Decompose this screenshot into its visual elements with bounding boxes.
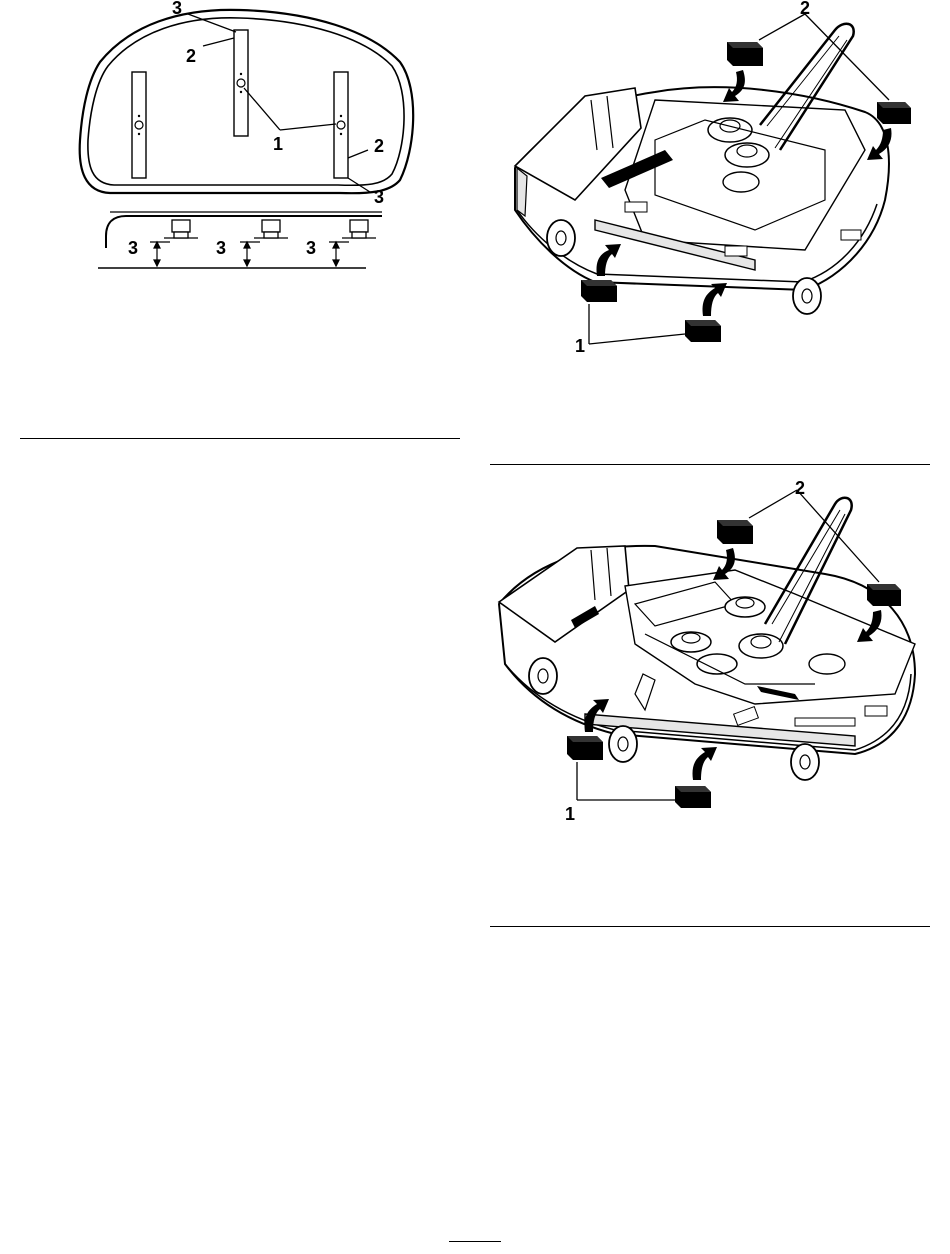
callout-2-top: 2 [186,46,196,66]
callout-3-side-a: 3 [128,238,138,258]
deck-upper-drawing: 2 1 [505,0,925,360]
block-bottom-left [567,736,603,760]
figure-separator-left [20,438,460,439]
callout-3-side-b: 3 [216,238,226,258]
figure-separator-right-2 [490,926,930,927]
callout-2: 2 [800,0,810,18]
callout-3-top: 3 [172,0,182,18]
deck-lift-figure-lower: 2 1 [495,474,925,824]
block-bottom-right [675,786,711,808]
block-bottom-right [685,320,721,342]
blade-left [132,72,146,178]
block-top-right [877,102,911,124]
figure-separator-right-1 [490,464,930,465]
blade-layout-figure: 3 2 1 2 3 [70,0,430,290]
callout-3-side-c: 3 [306,238,316,258]
callout-2-right: 2 [374,136,384,156]
page-footer-rule [449,1241,501,1242]
blade-layout-drawing: 3 2 1 2 3 [70,0,430,290]
deck-lift-figure-upper: 2 1 [505,0,925,360]
callout-1: 1 [575,336,585,356]
callout-1: 1 [565,804,575,824]
callout-2: 2 [795,478,805,498]
block-top-left [727,42,763,66]
block-top-left [717,520,753,544]
blade-center [234,30,248,136]
block-top-right [867,584,901,606]
deck-lower-drawing: 2 1 [495,474,925,824]
blade-side-view: 3 3 3 [98,212,382,268]
blade-right [334,72,348,178]
callout-1: 1 [273,134,283,154]
callout-3-right: 3 [374,187,384,207]
block-bottom-left [581,280,617,302]
